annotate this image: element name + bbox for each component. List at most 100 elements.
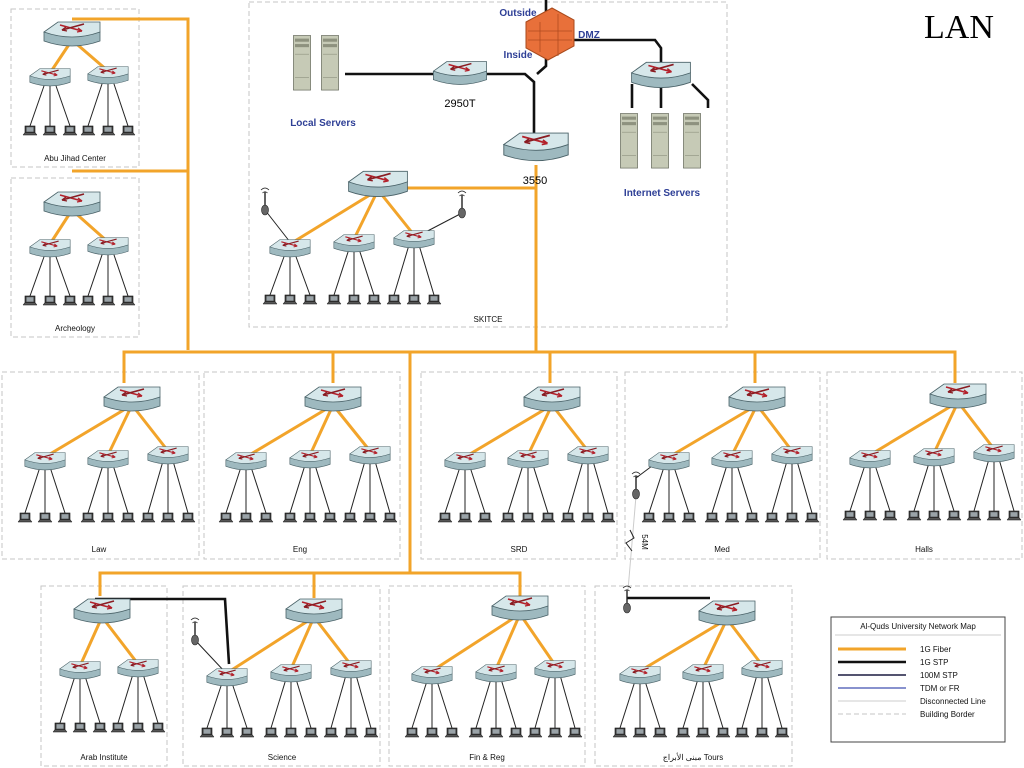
skitce-pc-cable	[294, 253, 311, 296]
archeology-pc-cable	[29, 253, 46, 297]
science-workstation	[283, 727, 299, 738]
med-uplink	[730, 404, 759, 456]
wireless-access-point	[457, 190, 467, 219]
science-pc-cable	[231, 682, 248, 729]
skitce-workstation	[366, 294, 382, 305]
science-pc-cable	[355, 674, 372, 729]
archeology-access-switch	[87, 237, 129, 256]
halls-workstation	[906, 510, 922, 521]
fin-reg-uplink	[494, 613, 522, 670]
srd-border	[420, 371, 618, 560]
law-workstation	[160, 512, 176, 523]
halls-pc-cable	[998, 458, 1015, 512]
archeology-core-switch	[43, 191, 101, 217]
law-access-switch	[147, 446, 189, 465]
eng-access-switch	[289, 450, 331, 469]
science-pc-cable	[206, 682, 223, 729]
med-uplink	[755, 404, 794, 452]
halls-pc-cable	[938, 462, 955, 512]
halls-workstation	[882, 510, 898, 521]
fin-reg-pc-cable	[436, 680, 453, 729]
srd-workstation	[457, 512, 473, 523]
abu-jihad-center-workstation	[22, 125, 38, 136]
archeology-workstation	[62, 295, 78, 306]
halls-workstation	[946, 510, 962, 521]
archeology-workstation	[100, 295, 116, 306]
halls-access-switch	[973, 444, 1015, 463]
archeology-workstation	[22, 295, 38, 306]
law-pc-cable	[112, 464, 129, 514]
network-devices	[17, 7, 1022, 738]
skitce-workstation	[326, 294, 342, 305]
internet-server-link	[691, 83, 710, 108]
fin-reg-access-switch	[411, 666, 453, 685]
tours-access-switch	[682, 664, 724, 683]
arab-institute-pc-cable	[117, 673, 134, 724]
tours-label: مبنى الأبراج Tours	[663, 752, 724, 762]
wireless-54m-label: 54M	[640, 534, 649, 550]
law-uplink	[44, 403, 133, 459]
med-workstation	[764, 512, 780, 523]
abu-jihad-center-workstation	[100, 125, 116, 136]
law-pc-cable	[24, 466, 41, 514]
law-pc-cable	[172, 460, 189, 514]
fin-reg-uplink	[431, 612, 521, 673]
outside-label: Outside	[499, 8, 537, 19]
abu-jihad-center-workstation	[80, 125, 96, 136]
srd-workstation	[600, 512, 616, 523]
arab-institute-workstation	[52, 722, 68, 733]
tours-workstation	[715, 727, 731, 738]
skitce-pc-cable	[418, 244, 435, 296]
science-pc-cable	[270, 678, 287, 729]
srd-workstation	[520, 512, 536, 523]
network-links	[24, 0, 1015, 729]
srd-workstation	[477, 512, 493, 523]
science-stp-link	[95, 597, 231, 665]
wireless-access-point	[260, 187, 270, 216]
abu-jihad-center-pc-cable	[54, 82, 71, 127]
halls-pc-cable	[849, 464, 866, 512]
science-label: Science	[268, 753, 297, 762]
switch-2950t	[432, 60, 488, 86]
med-access-switch	[771, 446, 813, 465]
fin-reg-workstation	[527, 727, 543, 738]
tours-workstation	[612, 727, 628, 738]
abu-jihad-center-label: Abu Jihad Center	[44, 154, 106, 163]
science-workstation	[199, 727, 215, 738]
abu-jihad-center-border	[10, 8, 140, 168]
science-workstation	[239, 727, 255, 738]
archeology-label: Archeology	[55, 324, 95, 333]
arab-institute-access-switch	[59, 661, 101, 680]
eng-pc-cable	[314, 464, 331, 514]
eng-workstation	[258, 512, 274, 523]
srd-pc-cable	[592, 460, 609, 514]
science-border	[182, 585, 381, 767]
fin-reg-pc-cable	[500, 678, 517, 729]
internet-server	[683, 113, 701, 169]
internet-server	[620, 113, 638, 169]
eng-pc-cable	[225, 466, 242, 514]
halls-uplink	[956, 401, 996, 450]
med-pc-cable	[771, 460, 788, 514]
law-uplink	[130, 404, 170, 452]
internet-servers-label: Internet Servers	[624, 188, 701, 199]
wireless-link	[194, 639, 226, 673]
skitce-uplink	[376, 189, 416, 236]
tours-access-switch	[619, 666, 661, 685]
core-stp-link	[460, 72, 536, 140]
arab-institute-workstation	[92, 722, 108, 733]
med-pc-cable	[796, 460, 813, 514]
science-workstation	[323, 727, 339, 738]
skitce-pc-cable	[393, 244, 410, 296]
arab-institute-access-switch	[117, 659, 159, 678]
srd-pc-cable	[567, 460, 584, 514]
med-pc-cable	[673, 466, 690, 514]
wireless-access-point	[190, 617, 200, 646]
firewall-icon	[525, 7, 575, 61]
abu-jihad-center-workstation	[62, 125, 78, 136]
eng-workstation	[238, 512, 254, 523]
abu-jihad-center-workstation	[42, 125, 58, 136]
halls-pc-cable	[973, 458, 990, 512]
tours-pc-cable	[644, 680, 661, 729]
